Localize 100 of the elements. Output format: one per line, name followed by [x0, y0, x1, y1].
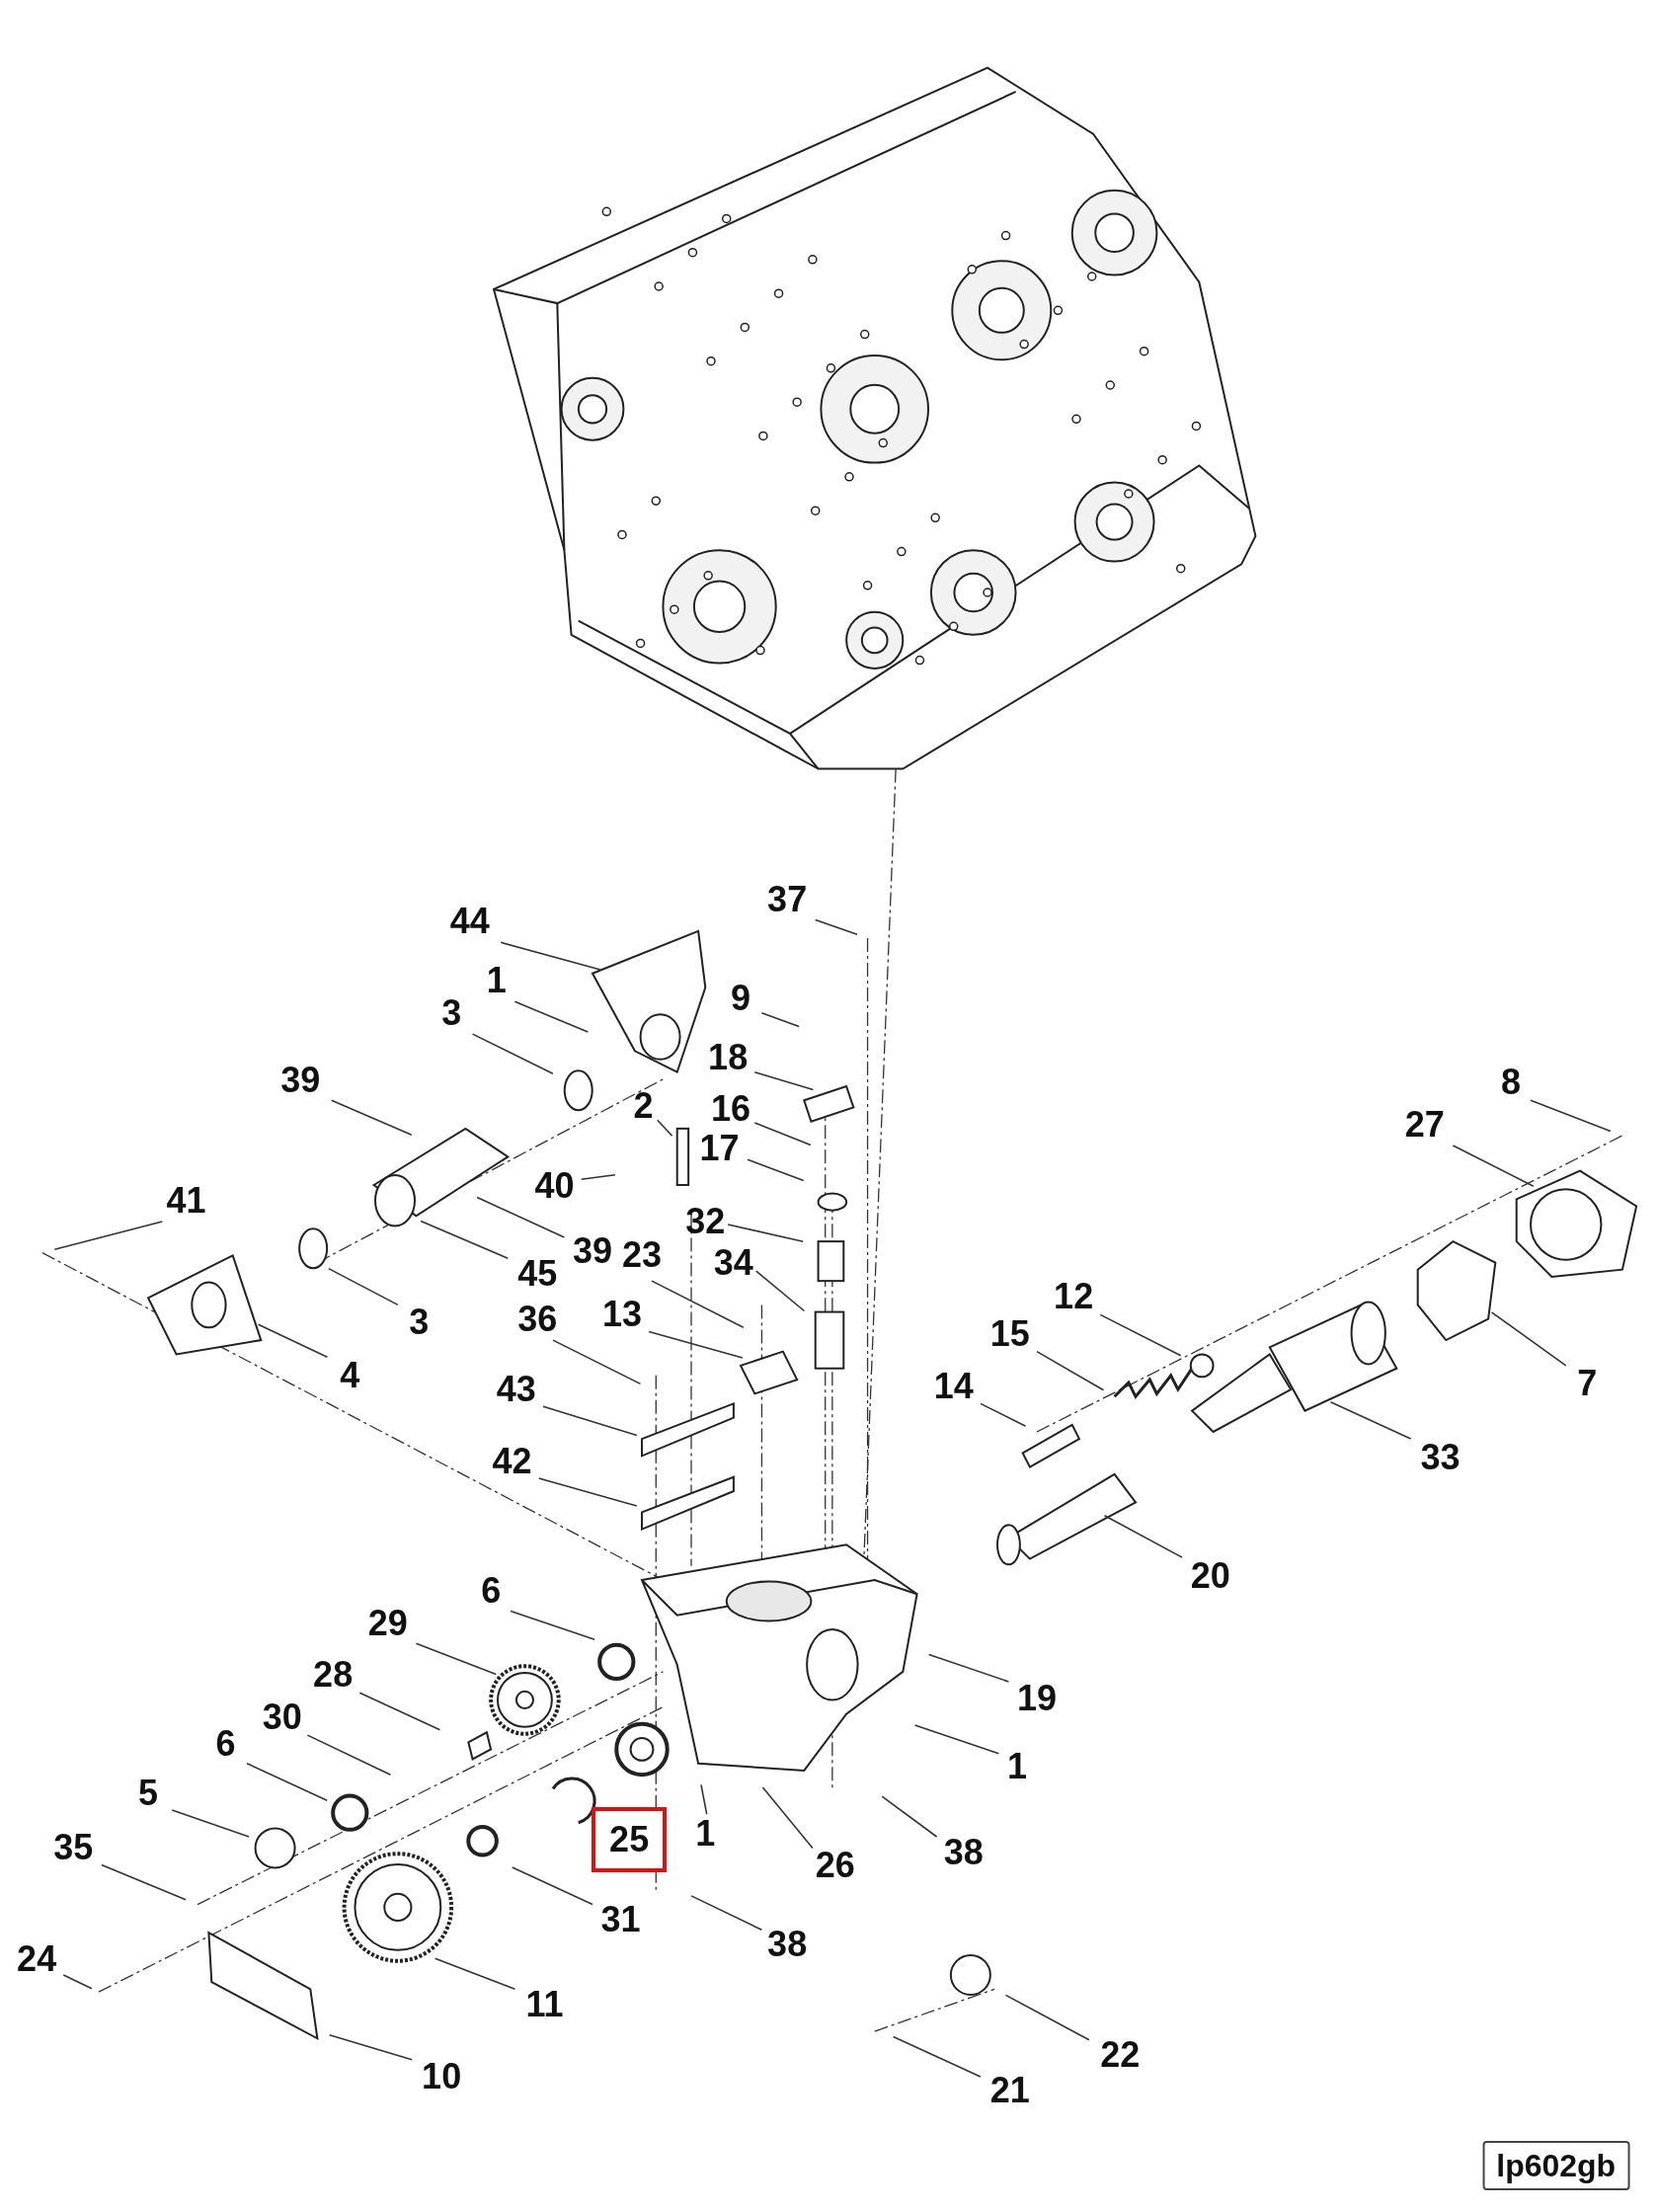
callout-number: 42 [492, 1443, 532, 1480]
leader-line [580, 1173, 616, 1181]
leader-line [514, 1000, 590, 1033]
callout-number: 45 [517, 1255, 558, 1293]
callout-number: 7 [1577, 1365, 1598, 1403]
callout-number: 22 [1100, 2036, 1141, 2075]
leader-line [1099, 1313, 1182, 1357]
callout-number: 31 [600, 1901, 641, 1939]
callout-number: 37 [767, 881, 808, 919]
drawing-code: lp602gb [1482, 2140, 1630, 2190]
callout-number: 26 [815, 1846, 855, 1884]
leader-line [512, 1866, 593, 1906]
callout-number: 32 [685, 1203, 726, 1241]
leader-line [648, 1330, 744, 1359]
leader-line [420, 1220, 510, 1260]
callout-number: 6 [481, 1572, 502, 1611]
callout-number: 36 [517, 1300, 558, 1338]
callout-number: 14 [933, 1368, 974, 1406]
leader-line [727, 1224, 804, 1242]
leader-line [328, 1267, 399, 1306]
callout-number: 24 [17, 1940, 57, 1979]
callout-number: 33 [1420, 1438, 1461, 1476]
callout-number: 4 [340, 1356, 360, 1394]
callout-number: 28 [313, 1655, 354, 1694]
leader-line [690, 1895, 763, 1932]
callout-number: 21 [989, 2072, 1030, 2110]
leader-line [328, 2034, 413, 2061]
leader-line [753, 1070, 815, 1091]
leader-line [1490, 1311, 1567, 1367]
callout-number: 39 [573, 1232, 612, 1271]
callout-number: 1 [1007, 1747, 1027, 1785]
callout-number: 11 [525, 1986, 564, 2023]
callout-number: 40 [534, 1167, 575, 1206]
callout-number: 27 [1404, 1105, 1445, 1144]
callout-number: 15 [989, 1315, 1030, 1354]
callout-number: 34 [713, 1243, 753, 1282]
callout-number: 3 [409, 1303, 430, 1341]
callout-number: 43 [496, 1371, 536, 1409]
callout-number: 38 [943, 1833, 984, 1871]
callout-number: 5 [138, 1774, 158, 1812]
leader-line [814, 918, 858, 936]
leader-line [62, 1974, 93, 1990]
leader-line [552, 1339, 642, 1385]
callout-number: 12 [1054, 1277, 1094, 1315]
callout-number: 41 [166, 1181, 206, 1220]
leader-line [53, 1221, 164, 1251]
callout-number: 44 [449, 902, 490, 940]
leader-line [434, 1957, 516, 1991]
callout-number: 13 [602, 1296, 642, 1334]
callout-number: 8 [1501, 1063, 1521, 1101]
leader-line [471, 1033, 554, 1074]
leader-line [330, 1099, 413, 1136]
callout-number: 17 [699, 1129, 740, 1167]
callout-number: 1 [486, 961, 507, 999]
callout-number: 20 [1190, 1556, 1230, 1595]
callout-number: 23 [622, 1236, 662, 1275]
leader-line [1103, 1514, 1183, 1558]
leader-line [542, 1405, 638, 1437]
leader-line [510, 1610, 595, 1640]
leader-line [246, 1762, 328, 1801]
callout-number: 38 [767, 1925, 808, 1963]
callout-number: 10 [422, 2057, 462, 2095]
leader-line [415, 1642, 498, 1676]
callout-number: 19 [1017, 1680, 1057, 1717]
leader-line [747, 1158, 805, 1182]
callout-number: 16 [711, 1089, 750, 1128]
leader-line [101, 1863, 187, 1901]
callout-number: 9 [731, 980, 750, 1018]
leader-line [476, 1196, 566, 1238]
leader-line [927, 1653, 1010, 1683]
leader-line [1036, 1350, 1105, 1391]
leader-line [1004, 1994, 1090, 2041]
leader-line [171, 1809, 250, 1838]
leader-line [753, 1122, 812, 1146]
callout-number: 6 [215, 1724, 236, 1763]
leader-line [980, 1402, 1027, 1428]
callout-number: 29 [367, 1605, 408, 1643]
leader-line [656, 1119, 673, 1138]
leader-line [1329, 1400, 1412, 1440]
leader-line [306, 1734, 392, 1777]
leader-line [760, 1011, 800, 1028]
leader-line [537, 1477, 638, 1507]
callout-number: 2 [633, 1087, 654, 1125]
leader-line [257, 1323, 329, 1359]
leader-line [358, 1692, 441, 1731]
callout-number: 39 [280, 1062, 321, 1100]
leader-line [500, 941, 602, 972]
leader-line [1530, 1099, 1612, 1133]
callout-number: 18 [708, 1039, 749, 1077]
callout-number: 3 [441, 993, 462, 1032]
highlighted-callout-number: 25 [592, 1806, 668, 1872]
callout-number: 35 [53, 1829, 94, 1867]
leader-line [892, 2035, 982, 2078]
callout-number: 30 [262, 1698, 302, 1736]
leader-line [754, 1270, 806, 1312]
leader-line [761, 1786, 814, 1850]
callout-number: 1 [695, 1815, 716, 1854]
leader-line [881, 1795, 938, 1838]
leader-line [1452, 1145, 1535, 1188]
leader-line [651, 1280, 745, 1328]
